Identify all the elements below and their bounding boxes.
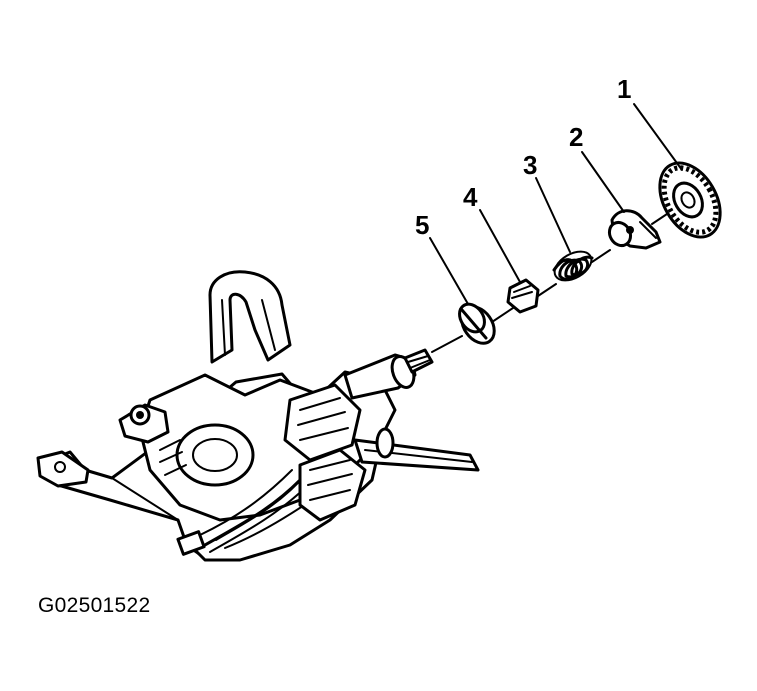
callout-3: 3	[523, 150, 537, 180]
assembly-axis-line	[431, 211, 671, 353]
steering-column-assembly	[36, 270, 480, 562]
part-2-cam	[607, 209, 662, 250]
callout-leaders	[429, 103, 683, 305]
figure-id: G02501522	[38, 594, 151, 617]
callout-1: 1	[617, 74, 631, 104]
part-5-ring	[458, 302, 496, 345]
part-1-lock-plate	[658, 161, 722, 239]
callout-4: 4	[463, 182, 478, 212]
part-3-spring	[552, 250, 594, 282]
callout-2: 2	[569, 122, 583, 152]
part-4-nut	[506, 278, 540, 314]
callout-5: 5	[415, 210, 429, 240]
